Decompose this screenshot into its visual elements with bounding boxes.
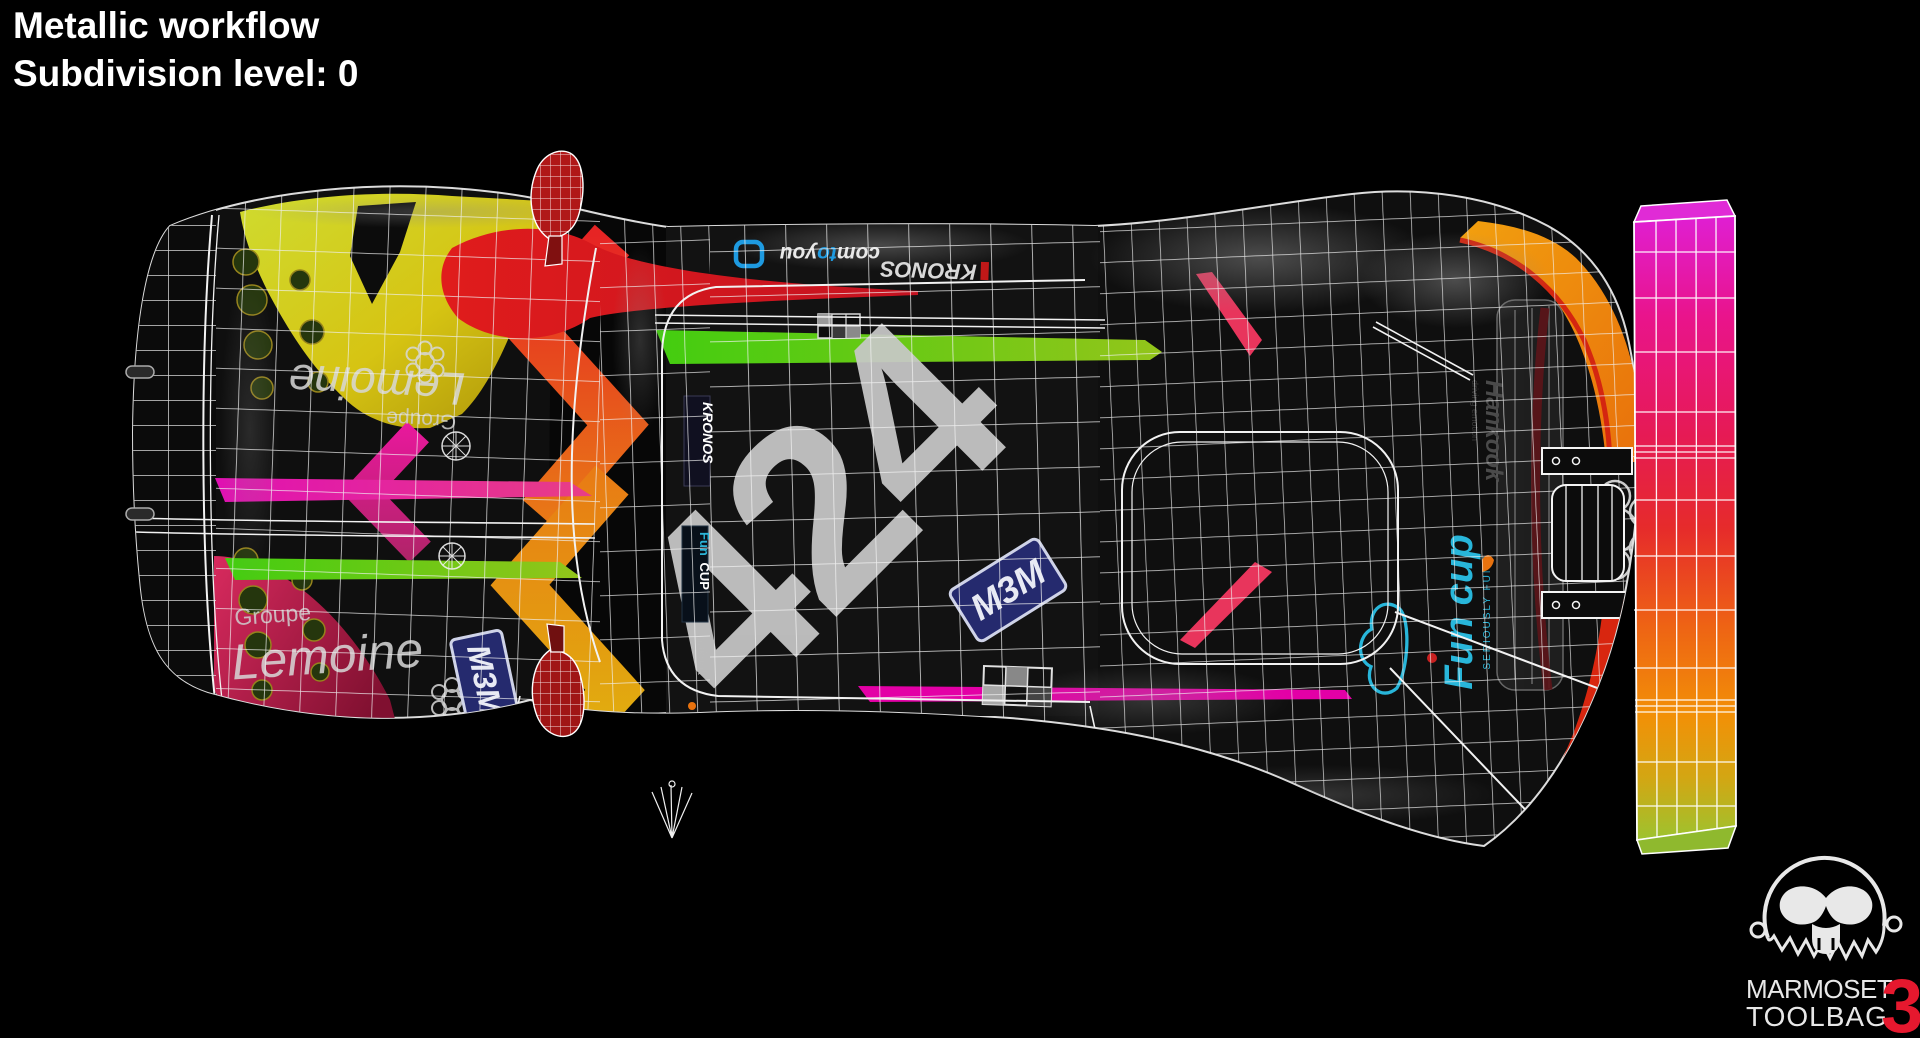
wing-mount-hardware: [1541, 447, 1633, 619]
wing-bottom-face: [1635, 825, 1738, 855]
watermark-line1: MARMOSET: [1746, 974, 1893, 1004]
comtoyou-icon: [1001, 755, 1040, 792]
side-mirror-bottom: [531, 623, 585, 738]
caption-line-2: Subdivision level: 0: [13, 53, 359, 94]
wing-wireframe: [1634, 217, 1736, 838]
wing-front-face: [1633, 215, 1737, 842]
antenna-fan: [651, 780, 693, 839]
svg-text:RACING: RACING: [722, 788, 788, 803]
decal-kronos-bottom: KRONOS RACING: [682, 758, 815, 803]
svg-text:KRONOS: KRONOS: [694, 758, 814, 796]
svg-text:comtoyou: comtoyou: [828, 754, 953, 788]
marmoset-skull-icon: [1749, 855, 1903, 962]
marmoset-watermark: MARMOSET TOOLBAG 3: [1746, 855, 1920, 1038]
mirror-stalk: [544, 235, 563, 267]
side-mirror-top: [530, 150, 584, 267]
mirror-stalk: [546, 623, 565, 653]
hood-pins: [438, 431, 471, 570]
red-swoosh-bottom: [441, 711, 918, 822]
race-car: 424 Lemoine Groupe Groupe Lemoine: [125, 150, 1641, 848]
tow-hooks: [125, 365, 155, 521]
watermark-version: 3: [1881, 964, 1920, 1038]
watermark-line2: TOOLBAG: [1746, 1001, 1888, 1032]
decal-comtoyou-bottom: comtoyou: [828, 754, 1040, 792]
rear-wing: [1632, 199, 1738, 855]
wireframe-overlay: [133, 186, 1640, 847]
overlay-caption: Metallic workflow Subdivision level: 0: [13, 2, 358, 98]
caption-line-1: Metallic workflow: [13, 5, 320, 46]
